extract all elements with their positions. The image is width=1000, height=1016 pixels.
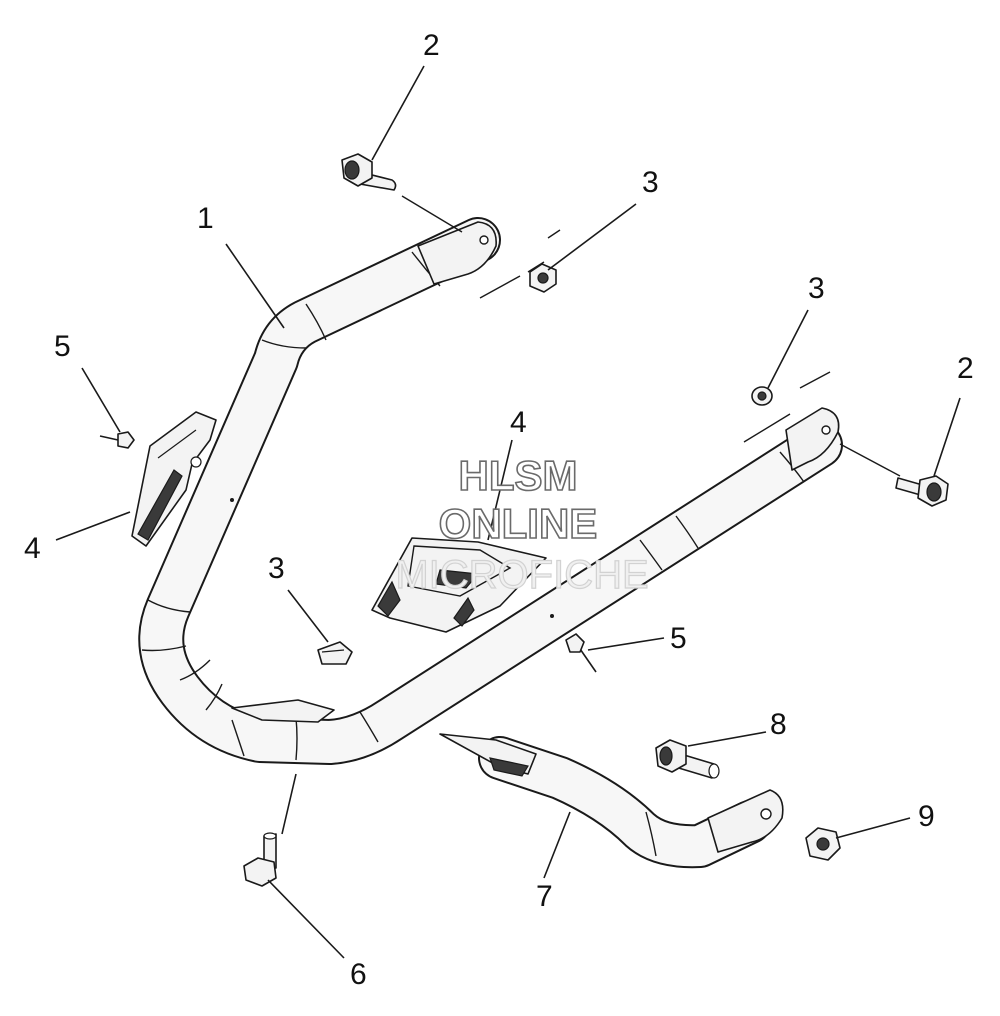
watermark-line-2: ONLINE <box>439 500 598 547</box>
callout-part-6: 6 <box>350 958 367 991</box>
watermark-line-1: HLSM <box>459 452 578 499</box>
nut-part-3-top <box>529 263 557 293</box>
watermark: HLSM ONLINE MICROFICHE <box>395 451 650 597</box>
callout-part-9: 9 <box>918 800 935 833</box>
nut-part-3-right <box>751 386 773 406</box>
callout-part-3-center: 3 <box>268 552 285 585</box>
bumper-tube-part-1 <box>138 217 843 765</box>
callout-part-4-center: 4 <box>510 406 527 439</box>
callout-part-2-right: 2 <box>957 352 974 385</box>
nut-part-9 <box>805 827 841 861</box>
callout-part-3-right: 3 <box>808 272 825 305</box>
bracket-part-4-left <box>131 411 217 547</box>
callout-part-2-top: 2 <box>423 29 440 62</box>
callout-labels: 1 2 2 3 3 3 4 4 5 5 6 7 8 9 <box>24 29 974 991</box>
callout-part-1: 1 <box>197 202 214 235</box>
callout-part-4-left: 4 <box>24 532 41 565</box>
callout-part-8: 8 <box>770 708 787 741</box>
callout-part-7: 7 <box>536 880 553 913</box>
callout-part-5-right: 5 <box>670 622 687 655</box>
callout-leaders <box>55 65 961 959</box>
screw-part-5-right <box>565 633 597 673</box>
callout-part-3-top: 3 <box>642 166 659 199</box>
bolt-part-2-top <box>341 153 397 191</box>
bolt-part-6 <box>243 832 277 887</box>
screw-part-5-left <box>99 431 135 449</box>
callout-part-5-left: 5 <box>54 330 71 363</box>
lower-tube-part-7 <box>439 733 784 869</box>
bolt-part-2-right <box>895 475 949 507</box>
watermark-line-3: MICROFICHE <box>395 553 648 597</box>
nut-part-3-center <box>317 641 353 665</box>
bracket-part-4-center <box>371 537 547 633</box>
bolt-part-8 <box>655 739 720 779</box>
